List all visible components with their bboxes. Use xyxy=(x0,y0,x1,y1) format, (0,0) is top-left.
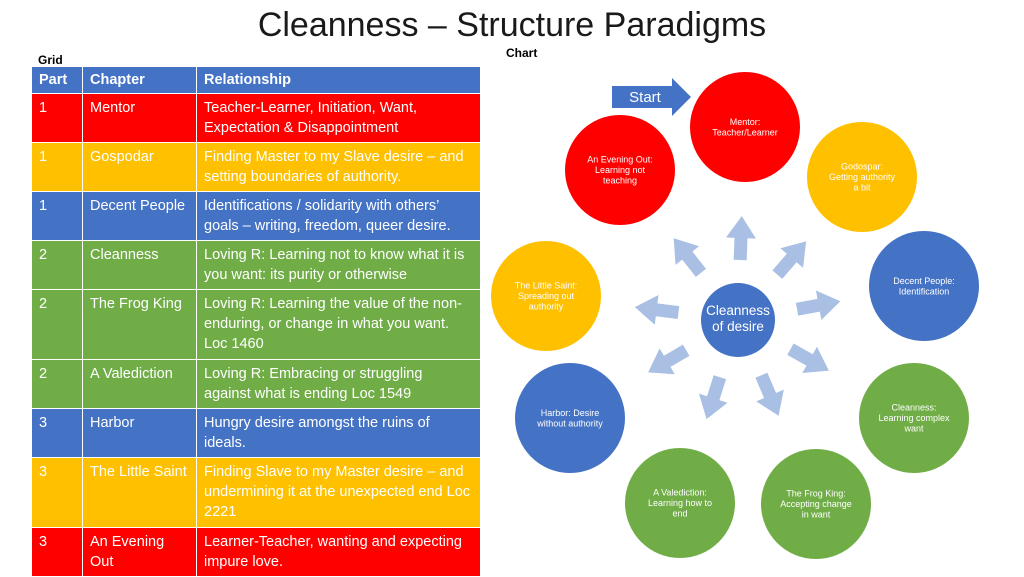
cell-part: 1 xyxy=(31,93,83,143)
grid-label: Grid xyxy=(38,53,63,67)
center-circle xyxy=(701,283,775,357)
radial-arrow-icon xyxy=(698,375,728,420)
chapter-node: Mentor:Teacher/Learner xyxy=(690,72,800,182)
cell-relationship: Teacher-Learner, Initiation, Want, Expec… xyxy=(196,93,481,143)
cell-chapter: Harbor xyxy=(82,408,197,458)
cell-part: 1 xyxy=(31,191,83,241)
node-label: without authority xyxy=(536,418,603,428)
node-label: Getting authority xyxy=(829,172,896,182)
node-label: Identification xyxy=(899,286,950,296)
node-label: The Little Saint: xyxy=(515,281,578,291)
cell-chapter: An Evening Out xyxy=(82,527,197,577)
node-label: Learning complex xyxy=(878,413,950,423)
node-label: A Valediction: xyxy=(653,488,707,498)
node-label: Mentor: xyxy=(730,117,761,127)
node-label: Decent People: xyxy=(893,276,955,286)
node-label: Harbor: Desire xyxy=(541,408,600,418)
cell-part: 3 xyxy=(31,527,83,577)
node-label: Spreading out xyxy=(518,291,575,301)
cell-relationship: Loving R: Learning the value of the non-… xyxy=(196,289,481,360)
start-label: Start xyxy=(629,89,662,106)
header-relationship: Relationship xyxy=(196,66,481,94)
node-circle xyxy=(807,122,917,232)
node-label: end xyxy=(672,509,687,519)
cell-chapter: Cleanness xyxy=(82,240,197,290)
node-label: Cleanness: xyxy=(891,403,936,413)
node-circle xyxy=(869,231,979,341)
node-label: teaching xyxy=(603,176,637,186)
cell-chapter: A Valediction xyxy=(82,359,197,409)
table-header-row: Part Chapter Relationship xyxy=(31,66,481,94)
node-label: want xyxy=(903,424,924,434)
node-label: authority xyxy=(529,302,564,312)
center-label: Cleanness xyxy=(706,303,770,318)
node-label: The Frog King: xyxy=(786,489,846,499)
node-circle xyxy=(625,448,735,558)
node-label: Godospar: xyxy=(841,162,883,172)
cell-chapter: Gospodar xyxy=(82,142,197,192)
node-circle xyxy=(761,449,871,559)
node-label: a bit xyxy=(853,183,871,193)
radial-arrow-icon xyxy=(725,216,756,261)
cell-relationship: Finding Master to my Slave desire – and … xyxy=(196,142,481,192)
radial-arrow-icon xyxy=(787,343,829,373)
cell-part: 3 xyxy=(31,408,83,458)
cell-chapter: The Little Saint xyxy=(82,457,197,528)
cell-chapter: Mentor xyxy=(82,93,197,143)
radial-arrow-icon xyxy=(648,344,690,375)
node-label: An Evening Out: xyxy=(587,155,653,165)
node-circle xyxy=(515,363,625,473)
node-label: Learning how to xyxy=(648,498,712,508)
cell-part: 3 xyxy=(31,457,83,528)
cell-relationship: Loving R: Embracing or struggling agains… xyxy=(196,359,481,409)
header-chapter: Chapter xyxy=(82,66,197,94)
node-label: in want xyxy=(802,510,831,520)
node-circle xyxy=(859,363,969,473)
cell-chapter: The Frog King xyxy=(82,289,197,360)
radial-arrow-icon xyxy=(755,372,784,416)
cell-relationship: Identifications / solidarity with others… xyxy=(196,191,481,241)
node-circle xyxy=(491,241,601,351)
chapter-node: Decent People:Identification xyxy=(869,231,979,341)
node-label: Learning not xyxy=(595,165,646,175)
node-circle xyxy=(565,115,675,225)
start-arrow: Start xyxy=(612,78,691,116)
node-label: Teacher/Learner xyxy=(712,127,778,137)
node-circle xyxy=(690,72,800,182)
cell-relationship: Loving R: Learning not to know what it i… xyxy=(196,240,481,290)
radial-arrow-icon xyxy=(634,294,680,325)
page-title: Cleanness – Structure Paradigms xyxy=(257,6,767,44)
chart-label: Chart xyxy=(506,46,538,60)
radial-arrow-icon xyxy=(795,290,841,321)
cell-relationship: Finding Slave to my Master desire – and … xyxy=(196,457,481,528)
radial-arrow-icon xyxy=(673,238,707,277)
center-label: of desire xyxy=(712,319,764,334)
cell-part: 2 xyxy=(31,240,83,290)
start-arrow-icon xyxy=(612,78,691,116)
radial-arrow-icon xyxy=(772,241,807,279)
node-label: Accepting change xyxy=(780,499,852,509)
